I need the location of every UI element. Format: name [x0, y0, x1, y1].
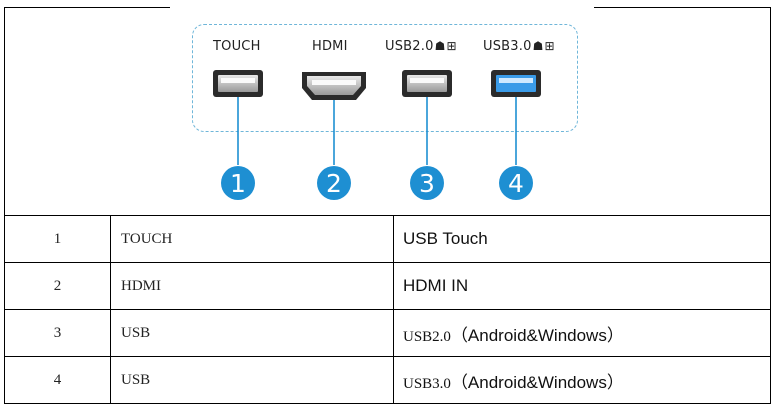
- port-description: USB Touch: [393, 215, 771, 263]
- windows-icon: ⊞: [544, 39, 555, 53]
- badge-number-3: 3: [419, 169, 435, 198]
- windows-icon: ⊞: [446, 39, 457, 53]
- usb2-port-icon: [402, 70, 452, 97]
- usb-touch-port-icon: [213, 70, 263, 97]
- port-description: HDMI IN: [393, 262, 771, 310]
- badge-number-2: 2: [326, 169, 342, 198]
- table-row: 4 USB USB3.0（Android&Windows）: [4, 356, 771, 404]
- port-label-touch: TOUCH: [213, 39, 261, 54]
- badge-number-4: 4: [508, 169, 524, 198]
- port-label-usb3: USB3.0☗⊞: [483, 39, 555, 54]
- usb3-port-icon: [491, 70, 541, 97]
- frame-gap: [170, 5, 594, 9]
- port-label-usb2: USB2.0☗⊞: [385, 39, 457, 54]
- row-number: 1: [4, 215, 111, 263]
- badge-number-1: 1: [230, 169, 246, 198]
- table-row: 1 TOUCH USB Touch: [4, 215, 771, 263]
- port-label-hdmi: HDMI: [312, 39, 348, 54]
- port-name: USB: [110, 356, 394, 404]
- hdmi-port-icon: [302, 72, 366, 100]
- android-icon: ☗: [532, 39, 544, 53]
- number-badge-1: 1: [221, 166, 255, 200]
- row-number: 2: [4, 262, 111, 310]
- number-badge-3: 3: [410, 166, 444, 200]
- port-panel: [192, 24, 578, 132]
- table-row: 3 USB USB2.0（Android&Windows）: [4, 309, 771, 357]
- port-name: TOUCH: [110, 215, 394, 263]
- port-name: HDMI: [110, 262, 394, 310]
- port-graphics: 1 2 3 4: [213, 70, 541, 200]
- row-number: 3: [4, 309, 111, 357]
- number-badge-2: 2: [317, 166, 351, 200]
- port-name: USB: [110, 309, 394, 357]
- port-spec-table: 1 TOUCH USB Touch 2 HDMI HDMI IN 3 USB U…: [4, 215, 771, 404]
- port-description: USB3.0（Android&Windows）: [393, 356, 771, 404]
- android-icon: ☗: [434, 39, 446, 53]
- row-number: 4: [4, 356, 111, 404]
- number-badge-4: 4: [499, 166, 533, 200]
- port-description: USB2.0（Android&Windows）: [393, 309, 771, 357]
- table-row: 2 HDMI HDMI IN: [4, 262, 771, 310]
